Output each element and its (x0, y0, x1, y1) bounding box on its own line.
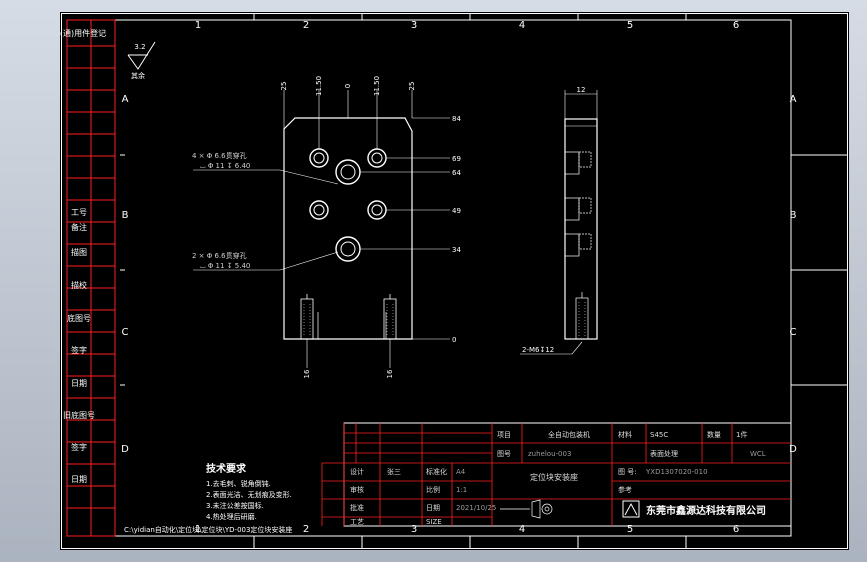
zone-bottom-1: 1 (195, 524, 201, 535)
tech-line-4: 4.热处理后研磨. (206, 512, 257, 521)
side-view: 12 2-M6↧12 (520, 86, 598, 355)
file-path: C:\yidian自动化\定位块\定位块\YD-003定位块安装座 (124, 525, 292, 534)
zone-right-d: D (789, 444, 797, 455)
tech-line-2: 2.表面光洁、无划痕及变形. (206, 490, 292, 499)
zone-left-d: D (121, 444, 129, 455)
inner-frame (66, 19, 792, 537)
strip-label-ditu: 底图号 (67, 313, 91, 323)
zone-bottom-3: 3 (411, 524, 417, 535)
strip-lower-label-3: 日期 (71, 475, 87, 484)
dim-84: 84 (452, 115, 461, 123)
tb-size-value: A4 (456, 468, 466, 476)
tb-date-value: 2021/10/25 (456, 504, 496, 512)
tb-process-label: 工艺 (350, 518, 364, 526)
hole-note-2b: ⌴ Φ 11 ↧ 5.40 (200, 262, 250, 270)
svg-text:16: 16 (303, 369, 311, 378)
zone-top-2: 2 (303, 20, 309, 31)
tb-drawing-no-label: 图 号: (618, 468, 637, 476)
tb-surface-label: 表面处理 (650, 449, 678, 458)
strip-label-gonghao: 工号 (71, 208, 87, 217)
tech-line-1: 1.去毛刺、锐角倒钝. (206, 479, 271, 488)
hole-note-2a: 2 × Φ 6.6贯穿孔 (192, 251, 247, 260)
svg-text:0: 0 (344, 84, 352, 88)
strip-top-label: 借(通)用件登记 (60, 28, 106, 38)
side-dim-12: 12 (577, 86, 586, 94)
company-logo-icon (622, 500, 640, 518)
tb-size-label: SIZE (426, 518, 442, 526)
drawing-viewport[interactable]: 1 2 3 4 5 6 1 2 3 4 5 6 A B C D A B C D (52, 12, 849, 550)
svg-text:其余: 其余 (131, 71, 145, 80)
title-block: 项目 全自动包装机 材料 S45C 数量 1件 图号 zuhelou-003 表… (321, 422, 792, 527)
hole-note-1b: ⌴ Φ 11 ↧ 6.40 (200, 162, 250, 170)
tb-material-value: S45C (650, 431, 668, 439)
tb-company: 东莞市鑫源达科技有限公司 (646, 504, 766, 517)
tb-standard-label: 标准化 (426, 467, 447, 476)
zone-bottom-5: 5 (627, 524, 633, 535)
zone-top-3: 3 (411, 20, 417, 31)
svg-text:11.50: 11.50 (373, 76, 381, 96)
tb-ref-label: 参考 (618, 485, 632, 494)
cad-drawing: 1 2 3 4 5 6 1 2 3 4 5 6 A B C D A B C D (52, 13, 848, 549)
zone-right-b: B (790, 210, 797, 221)
dim-0: 0 (452, 336, 456, 344)
zone-bottom-6: 6 (733, 524, 739, 535)
zone-top-1: 1 (195, 20, 201, 31)
strip-label-beizhu: 备注 (71, 222, 87, 232)
zone-left-a: A (122, 94, 129, 105)
tb-scale-label: 比例 (426, 485, 440, 494)
side-strip: 借(通)用件登记 工号 备注 描图 描校 底图号 签字 日期 旧底图号 签字 日… (52, 19, 116, 537)
tb-scale-value: 1:1 (456, 486, 467, 494)
zone-left-b: B (122, 210, 129, 221)
strip-lower-label-1: 旧底图号 (63, 410, 95, 420)
outer-frame (61, 13, 848, 549)
zone-bottom-4: 4 (519, 524, 525, 535)
tb-code-label: 图号 (497, 450, 511, 458)
thread-note: 2-M6↧12 (522, 346, 554, 354)
zone-top-6: 6 (733, 20, 739, 31)
tb-surface-value: WCL (750, 450, 766, 458)
zone-bottom-2: 2 (303, 524, 309, 535)
tb-approve-label: 批准 (350, 503, 364, 512)
tb-part-name: 定位块安装座 (530, 472, 578, 482)
tb-code-value: zuhelou-003 (528, 450, 571, 458)
tb-material-label: 材料 (618, 430, 632, 439)
hole-note-1a: 4 × Φ 6.6贯穿孔 (192, 151, 247, 160)
tech-requirements: 技术要求 1.去毛刺、锐角倒钝. 2.表面光洁、无划痕及变形. 3.未注公差按国… (206, 462, 292, 521)
tb-qty-label: 数量 (707, 430, 721, 439)
tb-designer: 张三 (387, 467, 401, 476)
tech-line-3: 3.未注公差按国标. (206, 501, 264, 510)
zone-left-c: C (122, 327, 129, 338)
dim-49: 49 (452, 207, 461, 215)
tech-title: 技术要求 (206, 462, 247, 475)
strip-label-qianzi: 签字 (71, 345, 87, 355)
tb-project-label: 项目 (497, 431, 511, 439)
tb-design-label: 设计 (350, 467, 364, 476)
svg-text:25: 25 (408, 82, 416, 91)
tb-drawing-no-value: YXD1307020-010 (645, 468, 708, 476)
zone-right-c: C (790, 327, 797, 338)
dim-34: 34 (452, 246, 461, 254)
zone-top-4: 4 (519, 20, 525, 31)
dim-64: 64 (452, 169, 461, 177)
strip-lower-label-2: 签字 (71, 442, 87, 452)
svg-text:25: 25 (280, 82, 288, 91)
strip-label-riqi: 日期 (71, 379, 87, 388)
roughness-symbol: 3.2 其余 (127, 41, 156, 80)
tb-check-label: 审核 (350, 485, 364, 494)
svg-text:3.2: 3.2 (134, 43, 145, 51)
svg-text:16: 16 (386, 369, 394, 378)
svg-text:11.50: 11.50 (315, 76, 323, 96)
tb-project-value: 全自动包装机 (548, 430, 590, 439)
tb-date-label: 日期 (426, 504, 440, 512)
zone-right-a: A (790, 94, 797, 105)
tb-qty-value: 1件 (736, 430, 747, 439)
dim-69: 69 (452, 155, 461, 163)
front-view: 25 11.50 0 11.50 25 84 69 64 49 34 0 (192, 76, 461, 378)
zone-top-5: 5 (627, 20, 633, 31)
strip-label-miaotu: 描图 (71, 247, 87, 257)
strip-label-miaojiao: 描校 (71, 280, 87, 290)
projection-symbol-icon (500, 499, 553, 519)
